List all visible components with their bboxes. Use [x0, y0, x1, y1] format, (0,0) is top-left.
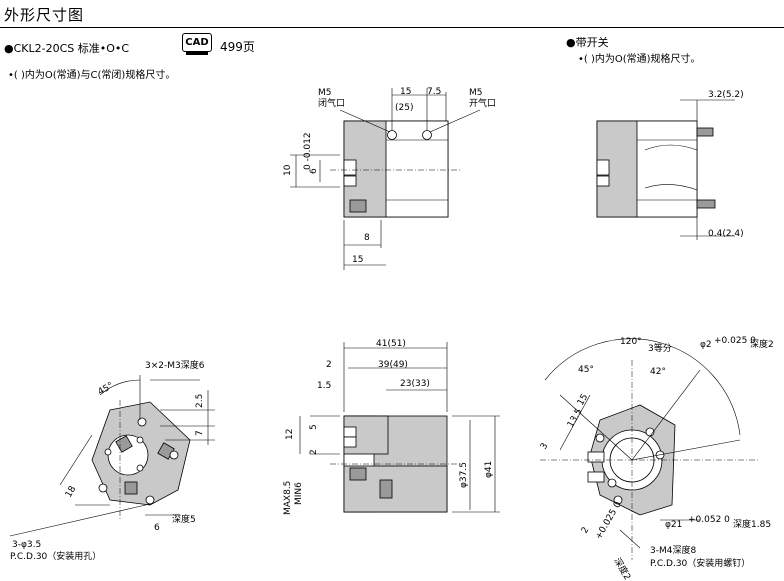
dim-phi2: φ2 [700, 340, 712, 350]
bottom-front-view [540, 338, 760, 560]
m4-spec: 3-M4深度8 [650, 544, 696, 556]
dim-phi41: φ41 [484, 461, 494, 478]
dim-phi21: φ21 [665, 520, 682, 530]
bottom-side-view [299, 342, 500, 513]
dim-7: 7 [195, 430, 205, 436]
end-hole-1 [137, 417, 147, 427]
cad-icon-base [186, 52, 208, 55]
dim-7-5: 7.5 [427, 87, 441, 97]
dim-2-5: 2.5 [195, 394, 205, 408]
dim-41: 41(51) [376, 339, 406, 349]
dim-18: 18 [64, 484, 79, 499]
switch-title: ●带开关 [566, 36, 609, 49]
dim-6: 6 [309, 168, 319, 174]
port-close [387, 130, 397, 140]
dim-15c: 15 [576, 393, 590, 408]
angle-45b: 45° [578, 365, 594, 375]
port-close-label: 闭气口 [318, 97, 345, 109]
dim-0-4: 0.4(2.4) [708, 229, 744, 239]
dim-2: 2 [326, 360, 332, 370]
angle-45: 45° [97, 381, 116, 398]
dim-25: (25) [395, 103, 413, 113]
dim-3: 3 [539, 442, 551, 452]
dim-tol: 0 -0.012 [303, 132, 313, 170]
dim-2c: 2 [580, 526, 592, 536]
dim-6b: 6 [154, 523, 160, 533]
depth-2b: 深度2 [611, 556, 633, 581]
cad-icon[interactable]: CAD [182, 33, 212, 52]
dim-5: 5 [309, 424, 319, 430]
dim-2b: 2 [309, 449, 319, 455]
hole-spec: 3-φ3.5 [12, 540, 41, 550]
angle-42: 42° [650, 367, 666, 377]
dim-min: MIN6 [294, 482, 304, 505]
dim-max: MAX8.5 [283, 481, 293, 515]
note-left: •( )内为O(常通)与C(常闭)规格尺寸。 [8, 70, 176, 81]
depth-2: 深度2 [750, 338, 774, 350]
dim-23: 23(33) [400, 379, 430, 389]
model-name: ●CKL2-20CS 标准•O•C [4, 42, 130, 55]
pcd-hole: P.C.D.30（安装用孔） [10, 550, 101, 562]
angle-120: 120° [620, 337, 642, 347]
switch-note: •( )内为O(常通)规格尺寸。 [578, 54, 701, 65]
cad-page-ref[interactable]: 499页 [220, 40, 255, 54]
pcd-screw: P.C.D.30（安装用螺钉） [650, 557, 750, 569]
dim-12: 12 [285, 429, 295, 440]
end-hole-3 [169, 450, 179, 460]
depth-5: 深度5 [172, 513, 196, 525]
tol-phi21: +0.052 0 [688, 515, 730, 525]
port-open-size: M5 [469, 88, 483, 98]
dim-phi37: φ37.5 [459, 462, 469, 488]
top-side-view [290, 88, 481, 270]
dim-8: 8 [364, 233, 370, 243]
tol-b: +0.025 0 [594, 500, 624, 542]
end-hole-2 [98, 483, 108, 493]
dim-1-5: 1.5 [317, 381, 331, 391]
page-title: 外形尺寸图 [4, 6, 85, 24]
port-open-label: 开气口 [469, 97, 496, 109]
top-switch-view [596, 99, 735, 240]
dim-39: 39(49) [378, 360, 408, 370]
bottom-end-view [9, 375, 215, 537]
port-open [422, 130, 432, 140]
eq-3: 3等分 [648, 342, 672, 354]
dim-3-2: 3.2(5.2) [708, 90, 744, 100]
dim-15: 15 [400, 87, 411, 97]
title-rule [0, 27, 784, 28]
tol-phi2: +0.025 0 [714, 336, 756, 346]
end-hole-4 [145, 495, 155, 505]
dim-m3: 3×2-M3深度6 [145, 359, 205, 371]
dim-10: 10 [283, 164, 293, 176]
dim-15b: 15 [352, 255, 363, 265]
depth-1-85: 深度1.85 [733, 518, 771, 530]
port-close-size: M5 [318, 88, 332, 98]
